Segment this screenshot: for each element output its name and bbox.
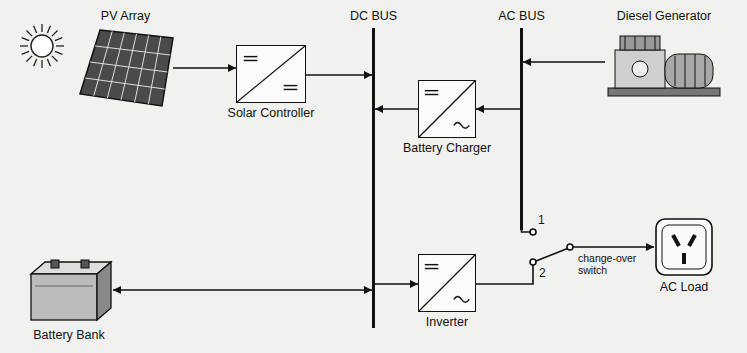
sun-ray <box>55 51 62 54</box>
switch-label: change-over switch <box>578 252 642 276</box>
ac-bus: AC BUS <box>520 28 523 230</box>
sun-disc <box>31 35 53 57</box>
sun-ray <box>34 59 37 66</box>
switch-blade <box>536 249 568 262</box>
node-label: Solar Controller <box>228 106 315 121</box>
connector-arrow <box>375 108 418 110</box>
sun-ray <box>22 51 29 54</box>
node-label: AC BUS <box>498 9 545 24</box>
battery-bank-drawing <box>25 252 113 324</box>
node-label: Inverter <box>426 315 468 330</box>
solar-controller-drawing <box>237 46 305 102</box>
sun-ray <box>52 56 58 62</box>
sun-ray <box>20 45 28 46</box>
load-wire <box>573 246 654 248</box>
sun-ray <box>26 56 32 62</box>
sun-ray <box>41 24 42 32</box>
pv-array-drawing <box>78 28 173 108</box>
inverter: Inverter <box>418 254 476 312</box>
sun-ray <box>34 26 37 33</box>
battery-charger: Battery Charger <box>418 80 476 138</box>
contact-number: 1 <box>538 213 545 227</box>
sun-ray <box>41 60 42 68</box>
change-over-switch <box>476 229 654 284</box>
node-label: AC Load <box>660 280 709 295</box>
diesel-generator: Diesel Generator <box>605 28 723 100</box>
panel-grid <box>85 78 165 89</box>
ac-load: AC Load <box>655 218 713 276</box>
connector-arrow <box>523 61 605 63</box>
node-label: Battery Bank <box>33 328 105 343</box>
dc-bus: DC BUS <box>372 28 375 328</box>
node-label: PV Array <box>101 9 150 24</box>
connector-arrow <box>113 289 372 291</box>
battery-bank: Battery Bank <box>25 252 113 324</box>
connector-arrow <box>476 108 520 110</box>
inverter-output-wire <box>476 265 533 284</box>
diesel-generator-drawing <box>605 28 723 100</box>
sun-ray <box>26 30 32 36</box>
sun-ray <box>56 45 64 46</box>
panel-grid <box>90 62 168 72</box>
panel-grid <box>95 46 170 55</box>
switch-pivot <box>567 244 573 250</box>
ac-load-drawing <box>655 218 713 276</box>
connector-arrow <box>173 67 236 69</box>
solar-controller: Solar Controller <box>236 45 306 103</box>
battery-charger-drawing <box>419 81 475 137</box>
node-label: Diesel Generator <box>617 9 712 24</box>
switch-contact <box>530 259 536 265</box>
sun-icon <box>20 24 64 68</box>
node-label: DC BUS <box>350 9 397 24</box>
switch-contact <box>530 229 536 235</box>
sun-ray <box>22 38 29 41</box>
connector-arrow <box>306 74 372 76</box>
pv-array: PV Array <box>78 28 173 108</box>
sun-ray <box>52 30 58 36</box>
contact-number: 2 <box>539 266 546 280</box>
sun-ray <box>47 59 50 66</box>
sun-ray <box>55 38 62 41</box>
connector-arrow <box>375 283 418 285</box>
node-label: Battery Charger <box>403 141 491 156</box>
inverter-drawing <box>419 255 475 311</box>
sun-ray <box>47 26 50 33</box>
